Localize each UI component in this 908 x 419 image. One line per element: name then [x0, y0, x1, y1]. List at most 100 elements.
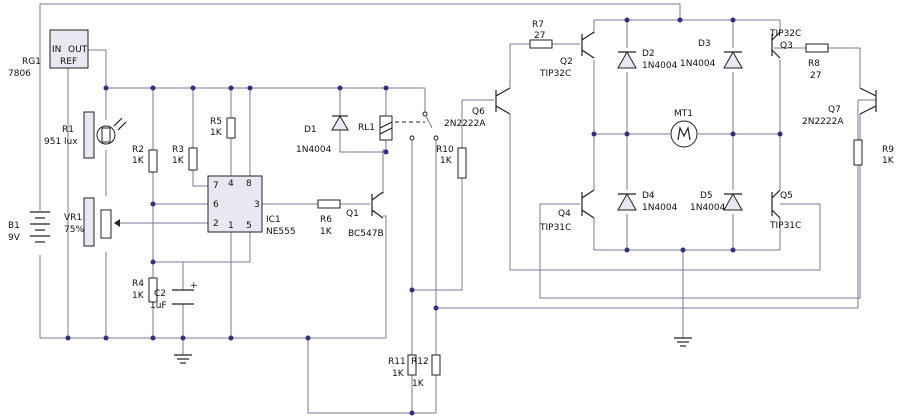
resistor-r4: R4 1K — [132, 277, 158, 303]
motor-mt1: MT1 — [670, 109, 698, 148]
r4-ref: R4 — [132, 279, 144, 289]
ground-symbol — [174, 354, 192, 364]
r1-value: 951 lux — [44, 137, 78, 147]
diode-d1: D1 1N4004 — [296, 114, 349, 155]
q7-value: 2N2222A — [802, 117, 844, 127]
junction — [337, 85, 343, 91]
transistor-q2: Q2 TIP32C — [539, 31, 595, 79]
ic-ic1: 7 4 8 6 3 2 1 5 IC1 NE555 — [207, 175, 296, 237]
junction — [677, 17, 683, 23]
q3-value: TIP32C — [769, 29, 801, 39]
r5-ref: R5 — [210, 117, 222, 127]
junction — [624, 17, 630, 23]
resistor-r12: R12 1K — [411, 354, 441, 389]
transistor-q3: TIP32C Q3 — [769, 29, 801, 59]
relay-rl1: RL1 — [358, 111, 439, 141]
resistor-r10: R10 1K — [436, 145, 467, 179]
q6-ref: Q6 — [472, 107, 485, 117]
junction — [680, 247, 686, 253]
ground-symbol — [674, 337, 692, 347]
r11-value: 1K — [392, 369, 405, 379]
r5-value: 1K — [210, 128, 223, 138]
r8-value: 27 — [810, 71, 821, 81]
junction — [433, 305, 439, 311]
junction — [383, 85, 389, 91]
junction — [150, 335, 156, 341]
r6-value: 1K — [320, 227, 333, 237]
resistor-r8: R8 27 — [805, 43, 829, 81]
ic1-pin: 1 — [228, 221, 234, 231]
resistor-r9: R9 1K — [853, 139, 895, 166]
q3-ref: Q3 — [780, 41, 793, 51]
d5-ref: D5 — [700, 191, 713, 201]
q5-ref: Q5 — [780, 191, 793, 201]
wires — [39, 3, 876, 414]
vr1-value: 75% — [64, 225, 84, 235]
transistor-q1: Q1 BC547B — [346, 191, 384, 239]
junction — [624, 247, 630, 253]
junction — [730, 131, 736, 137]
q7-ref: Q7 — [828, 105, 841, 115]
r7-value: 27 — [534, 31, 545, 41]
q5-value: TIP31C — [769, 221, 801, 231]
c2-polarity: + — [190, 281, 198, 291]
d4-value: 1N4004 — [642, 203, 678, 213]
ic1-ref: IC1 — [266, 215, 281, 225]
junction — [409, 410, 415, 416]
vr1-ref: VR1 — [64, 213, 82, 223]
r12-ref: R12 — [411, 357, 429, 367]
q2-value: TIP32C — [539, 69, 571, 79]
ic1-pin: 7 — [213, 181, 219, 191]
junction — [103, 85, 109, 91]
junctions — [65, 17, 783, 416]
rg1-pin-in: IN — [52, 45, 61, 55]
d1-value: 1N4004 — [296, 145, 332, 155]
r11-ref: R11 — [388, 357, 406, 367]
d2-ref: D2 — [642, 49, 655, 59]
junction — [190, 85, 196, 91]
ic1-pin: 8 — [246, 179, 252, 189]
battery-b1: B1 9V — [8, 211, 50, 243]
junction — [383, 149, 389, 155]
c2-value: 1uF — [150, 301, 167, 311]
junction — [730, 17, 736, 23]
q6-value: 2N2222A — [444, 119, 486, 129]
junction — [305, 335, 311, 341]
ic1-pin: 4 — [228, 179, 234, 189]
rg1-ref: RG1 — [22, 57, 41, 67]
d3-value: 1N4004 — [680, 59, 716, 69]
rg1-pin-ref: REF — [60, 57, 77, 67]
junction — [228, 335, 234, 341]
diode-d2: D2 1N4004 — [617, 49, 678, 71]
r12-value: 1K — [412, 379, 425, 389]
resistor-r7: R7 27 — [529, 20, 553, 49]
b1-value: 9V — [8, 233, 21, 243]
transistor-q7: Q7 2N2222A — [802, 87, 877, 127]
transistor-q4: Q4 TIP31C — [539, 189, 595, 233]
q1-value: BC547B — [348, 229, 384, 239]
r1-ref: R1 — [62, 125, 74, 135]
resistor-r3: R3 1K — [172, 145, 198, 171]
transistor-q6: Q6 2N2222A — [444, 87, 511, 129]
rl1-ref: RL1 — [358, 123, 375, 133]
q2-ref: Q2 — [560, 57, 573, 67]
pot-vr1: VR1 75% — [64, 197, 120, 247]
rg1-pin-out: OUT — [68, 45, 88, 55]
ic1-pin: 2 — [213, 219, 219, 229]
q1-ref: Q1 — [346, 209, 359, 219]
ic1-pin: 3 — [254, 200, 260, 210]
r9-ref: R9 — [882, 145, 894, 155]
r3-value: 1K — [172, 156, 185, 166]
resistor-r5: R5 1K — [210, 117, 236, 139]
ldr-r1: R1 951 lux — [44, 111, 127, 159]
transistor-q5: Q5 TIP31C — [769, 189, 801, 231]
diode-d4: D4 1N4004 — [617, 191, 678, 213]
diode-d3: D3 1N4004 — [680, 39, 743, 69]
r2-ref: R2 — [132, 145, 144, 155]
r7-ref: R7 — [532, 20, 544, 30]
r10-value: 1K — [440, 156, 453, 166]
junction — [409, 287, 415, 293]
r6-ref: R6 — [320, 215, 332, 225]
junction — [180, 335, 186, 341]
junction — [247, 85, 253, 91]
